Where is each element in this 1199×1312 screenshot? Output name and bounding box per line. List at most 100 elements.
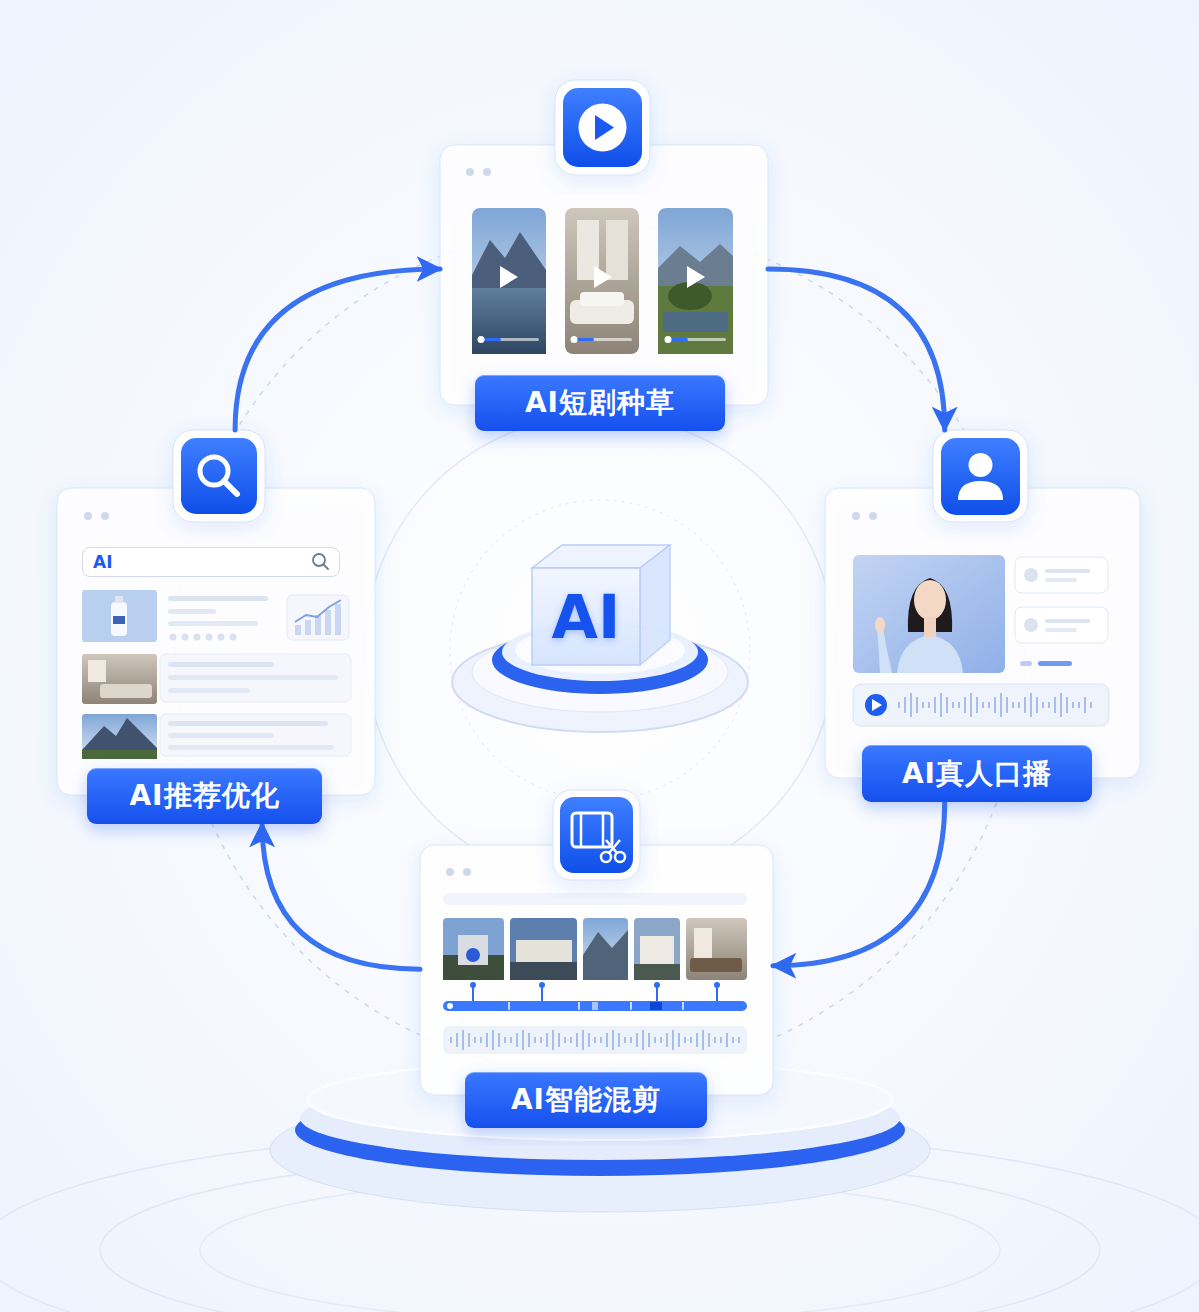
recommend-card-part <box>315 615 321 635</box>
video-card-part <box>472 232 546 290</box>
editing-card-part <box>510 962 577 980</box>
video-card-part <box>500 266 518 288</box>
video-card-part <box>565 208 639 354</box>
recommend-card-part <box>101 512 109 520</box>
recommend-card-part-part <box>170 634 177 641</box>
editing-card-part <box>615 852 625 862</box>
presenter-card <box>825 430 1140 778</box>
flow-arrow <box>235 269 440 430</box>
recommend-card-part <box>160 714 351 756</box>
video-card-part <box>466 168 474 176</box>
recommend-card-part <box>181 438 257 514</box>
presenter-card-part <box>910 693 1080 717</box>
recommend-card-part <box>57 488 375 795</box>
presenter-card-part <box>933 430 1028 522</box>
video-card-part <box>668 282 712 310</box>
flow-arrow <box>768 269 945 430</box>
presenter-card-part <box>1038 661 1072 666</box>
orbit-ring-part <box>365 415 835 885</box>
bottom-platform <box>270 1060 930 1212</box>
presenter-card-part <box>969 453 993 477</box>
editing-card-part <box>634 964 680 980</box>
presenter-card-part <box>853 555 1005 673</box>
editing-card-part <box>630 1002 632 1010</box>
recommend-card-part <box>168 596 268 601</box>
recommend-card-part-part <box>182 634 189 641</box>
presenter-card-part <box>924 617 936 637</box>
presenter-card-part <box>1045 569 1090 573</box>
editing-card-part <box>508 1002 510 1010</box>
editing-card-part <box>516 940 572 962</box>
recommend-card-part <box>115 596 123 603</box>
editing-card-part <box>458 935 488 965</box>
recommend-card-part <box>82 590 157 642</box>
recommend-card-part <box>305 620 311 635</box>
presenter-card-part <box>872 699 882 711</box>
video-card-part <box>571 336 578 343</box>
editing-card-part <box>443 893 747 905</box>
ai-cube-part <box>532 568 640 665</box>
editing-card-part <box>650 1002 662 1010</box>
feature-label: AI短剧种草 <box>475 375 725 431</box>
video-card-part <box>555 80 650 175</box>
editing-card-part <box>583 918 628 980</box>
recommend-card-part <box>84 512 92 520</box>
recommend-card-part <box>111 602 127 636</box>
presenter-card-part <box>941 438 1020 515</box>
editing-card-part <box>420 845 773 1095</box>
recommend-card-part <box>168 609 216 614</box>
editing-card-part <box>694 928 712 958</box>
bottom-platform-part <box>308 1060 892 1140</box>
recommend-card-part <box>113 616 125 624</box>
editing-card-part <box>446 868 454 876</box>
editing-card-part <box>463 868 471 876</box>
recommend-card-part <box>82 750 157 759</box>
recommend-card-part <box>224 481 237 494</box>
recommend-card-part <box>170 634 237 641</box>
presenter-card-part <box>869 512 877 520</box>
editing-card-part <box>583 930 628 980</box>
feature-label: AI智能混剪 <box>465 1072 707 1128</box>
video-card-part <box>440 145 768 405</box>
video-card-part <box>483 168 491 176</box>
recommend-card-part <box>168 621 258 626</box>
presenter-card-part <box>1020 661 1032 666</box>
orbit-ring-part <box>450 500 750 800</box>
recommend-card-part <box>168 721 328 726</box>
editing-card-part <box>553 790 640 880</box>
editing-card-part <box>443 918 504 980</box>
presenter-card-part <box>825 488 1140 778</box>
editing-card-part <box>443 1001 747 1011</box>
recommend-card-part <box>168 675 338 680</box>
editing-card-part <box>462 1030 728 1050</box>
recommend-card-part <box>324 565 329 570</box>
video-card-part <box>572 338 632 341</box>
editing-card-part <box>456 1033 734 1047</box>
editing-card-part <box>602 813 605 847</box>
flow-arrow <box>262 824 420 969</box>
ai-cube <box>532 545 670 665</box>
ai-core-box: AI <box>532 568 640 665</box>
recommend-card-part-part <box>206 634 213 641</box>
recommend-card-part <box>82 547 340 577</box>
presenter-card-part <box>875 617 885 633</box>
editing-card-part <box>690 958 742 972</box>
editing-card-part <box>682 1002 684 1010</box>
presenter-card-part <box>1015 557 1108 593</box>
recommend-card-part <box>88 660 106 682</box>
recommend-card-part <box>295 625 301 635</box>
presenter-card-part <box>1015 607 1108 643</box>
recommend-card-part-part <box>194 634 201 641</box>
presenter-card-part <box>897 635 963 673</box>
video-card-part <box>666 338 726 341</box>
editing-card-part <box>560 797 633 873</box>
editing-card-part <box>640 936 674 964</box>
presenter-card-part <box>852 512 860 520</box>
feature-label: AI真人口播 <box>862 745 1092 802</box>
feature-card: AI智能混剪 <box>420 790 773 1128</box>
video-card-part <box>594 266 612 288</box>
presenter-card-part <box>1045 619 1090 623</box>
